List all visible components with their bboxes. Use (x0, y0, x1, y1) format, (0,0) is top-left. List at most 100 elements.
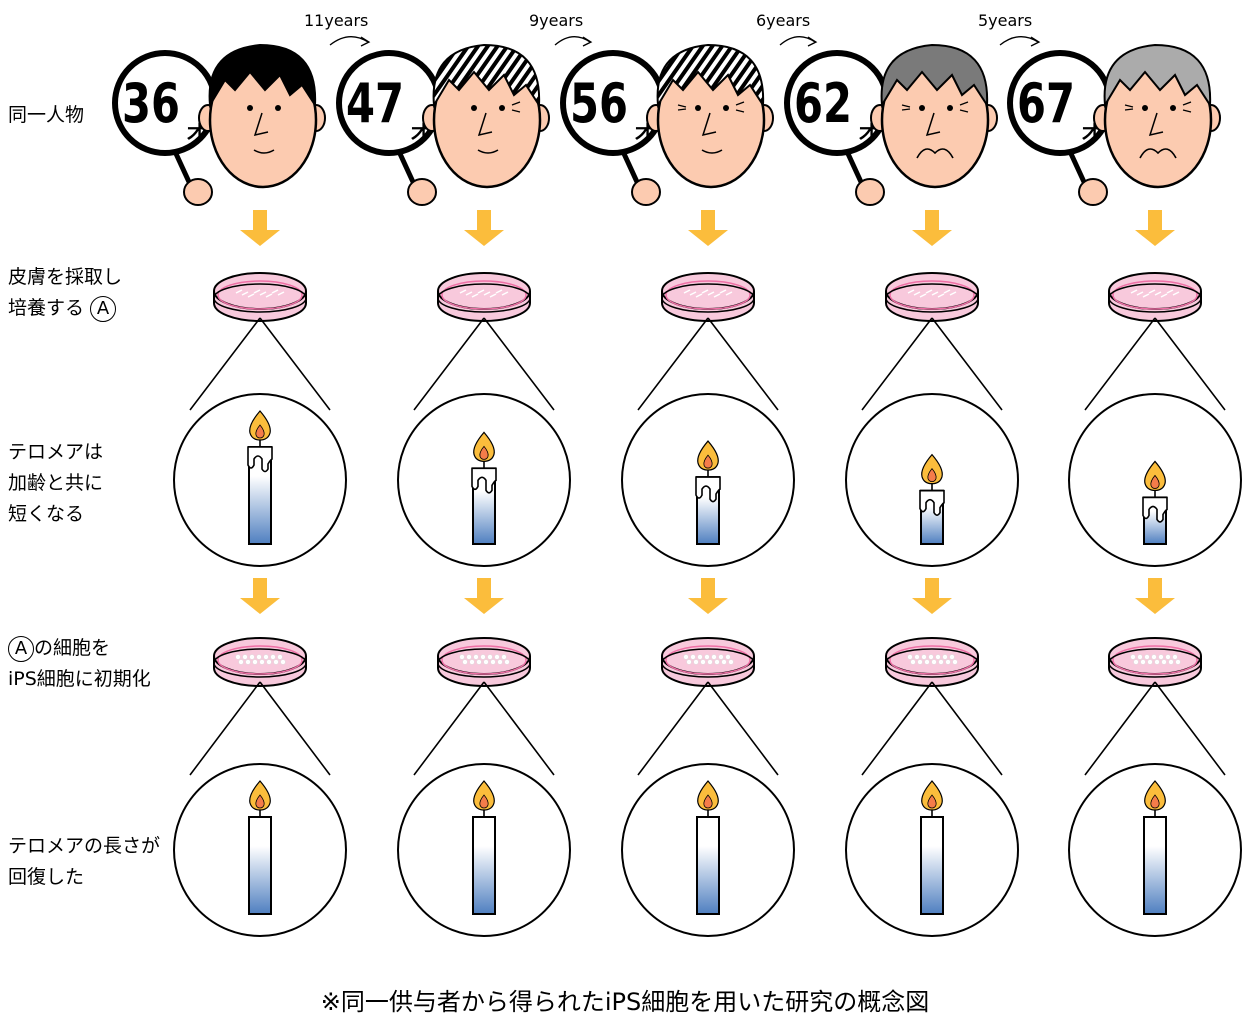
ips-cell-dot (494, 654, 500, 660)
eye (695, 105, 701, 111)
ips-cell-dot (263, 654, 269, 660)
candle-drip (471, 467, 497, 494)
dish-inner (885, 648, 979, 678)
down-arrow-icon (1135, 210, 1175, 246)
skin-cell-mark (1136, 291, 1144, 296)
eye (275, 105, 281, 111)
ips-cell-dot (242, 654, 248, 660)
dish-inner (213, 648, 307, 678)
skin-cell-mark (1166, 289, 1174, 294)
dish-medium-line (1112, 280, 1198, 310)
hair (656, 43, 765, 109)
arrowhead-icon (360, 36, 371, 47)
label-same-person: 同一人物 (8, 100, 84, 131)
dish-medium-line (217, 645, 303, 675)
skin-cell-mark (943, 289, 951, 294)
ips-cell-dot (718, 654, 724, 660)
skin-cell-mark (235, 289, 243, 294)
ips-cell-dot (259, 659, 265, 665)
ips-cell-dish (213, 637, 307, 687)
down-arrow-icon (1135, 578, 1175, 614)
skin-cell-mark (277, 291, 285, 296)
candle-icon (248, 780, 272, 915)
down-arrow-icon (912, 210, 952, 246)
dish-medium-line (665, 280, 751, 310)
skin-cell-mark (1172, 291, 1180, 296)
skin-cell-mark (949, 291, 957, 296)
candle-icon (471, 431, 497, 545)
ips-cell-dot (697, 654, 703, 660)
skin-cell-dish (661, 272, 755, 322)
hand-icon (631, 178, 661, 206)
label-text: 短くなる (8, 503, 85, 525)
ips-cell-dot (1133, 659, 1139, 665)
skin-cell-dish (885, 272, 979, 322)
interval-label: 5years (978, 11, 1033, 30)
mouth (1139, 148, 1177, 159)
arrowhead-icon (582, 36, 593, 47)
ips-cell-dot (273, 659, 279, 665)
eye (247, 105, 253, 111)
wrinkle (1182, 101, 1192, 113)
ips-cell-dot (245, 659, 251, 665)
candle-drip (247, 446, 273, 473)
dish-medium-line (1112, 645, 1198, 675)
ips-cell-dish (1108, 637, 1202, 687)
label-text: 培養する (8, 297, 85, 319)
ips-cell-dot (931, 659, 937, 665)
down-arrow-icon (464, 210, 504, 246)
candle-drip (1142, 496, 1168, 523)
magnify-lines (413, 681, 555, 776)
candle-drip (695, 476, 721, 503)
ips-cell-dot (1165, 654, 1171, 660)
interval-label: 11years (304, 11, 369, 30)
magnify-lines (861, 681, 1003, 776)
down-arrow-icon (464, 578, 504, 614)
ips-cell-dish (437, 637, 531, 687)
ips-cell-dish (661, 637, 755, 687)
down-arrow-icon (240, 578, 280, 614)
interval-arrow-icon (999, 36, 1039, 46)
ips-cell-dot (249, 654, 255, 660)
circle-a-badge: A (8, 635, 34, 662)
label-text: テロメアは (8, 441, 104, 463)
skin-cell-mark (1148, 289, 1156, 294)
nose (477, 112, 493, 137)
skin-cell-mark (271, 289, 279, 294)
hair (208, 43, 317, 109)
down-arrow-icon (240, 210, 280, 246)
ips-cell-dot (1154, 659, 1160, 665)
skin-cell-mark (489, 293, 497, 298)
eye (723, 105, 729, 111)
eye (947, 105, 953, 111)
skin-cell-mark (241, 291, 249, 296)
flame-inner (1150, 474, 1160, 489)
hand-icon (1078, 178, 1108, 206)
ips-cell-dot (728, 659, 734, 665)
arrowhead-icon (807, 36, 818, 47)
ips-cell-dot (483, 659, 489, 665)
hair (432, 43, 541, 109)
ips-cell-dot (707, 659, 713, 665)
skin-cell-mark (701, 289, 709, 294)
flame-inner (255, 424, 265, 439)
dish-inner (885, 283, 979, 313)
hand-icon (855, 178, 885, 206)
ips-cell-dot (690, 654, 696, 660)
ips-cell-dot (700, 659, 706, 665)
ips-cell-dot (942, 654, 948, 660)
ips-cell-dot (704, 654, 710, 660)
ips-cell-dot (1168, 659, 1174, 665)
ips-cell-dot (235, 654, 241, 660)
label-text-line2: 培養する A (8, 293, 122, 324)
skin-cell-mark (695, 293, 703, 298)
ips-cell-dot (914, 654, 920, 660)
label-text: テロメアの長さが (8, 835, 161, 857)
skin-cell-mark (707, 291, 715, 296)
dish-medium-line (665, 645, 751, 675)
skin-cell-mark (477, 289, 485, 294)
label-telomere-shortens: テロメアは 加齢と共に 短くなる (8, 437, 103, 530)
label-skin-culture: 皮膚を採取し 培養する A (8, 262, 122, 324)
